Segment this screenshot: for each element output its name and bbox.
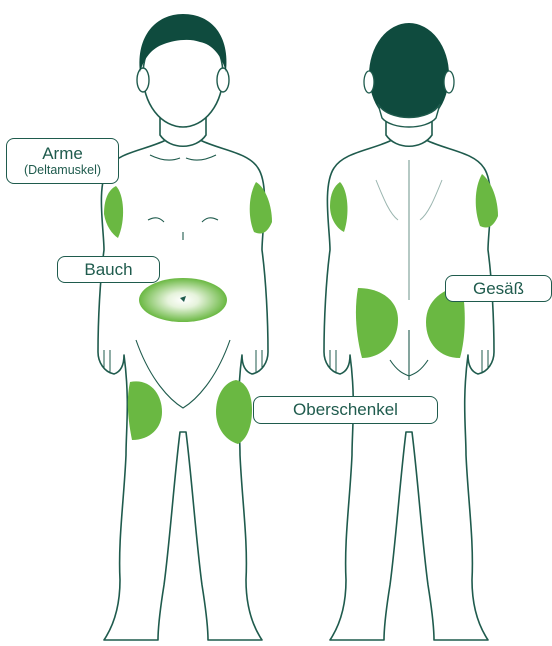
front-ear-left	[137, 68, 149, 92]
back-ear-left	[364, 71, 374, 93]
label-buttocks-text: Gesäß	[446, 280, 551, 298]
front-body-outline	[98, 120, 268, 640]
label-thighs-text: Oberschenkel	[254, 401, 437, 419]
back-figure	[324, 23, 498, 640]
label-belly-text: Bauch	[58, 261, 159, 279]
label-thighs: Oberschenkel	[253, 396, 438, 424]
back-ear-right	[444, 71, 454, 93]
label-belly: Bauch	[57, 256, 160, 283]
front-figure	[98, 14, 272, 640]
label-buttocks: Gesäß	[445, 275, 552, 302]
label-arms: Arme (Deltamuskel)	[6, 138, 119, 184]
label-arms-subtext: (Deltamuskel)	[7, 163, 118, 177]
front-arm-zone-right	[250, 182, 272, 234]
label-arms-text: Arme	[7, 145, 118, 163]
front-ear-right	[217, 68, 229, 92]
back-arm-zone-right	[476, 174, 498, 228]
